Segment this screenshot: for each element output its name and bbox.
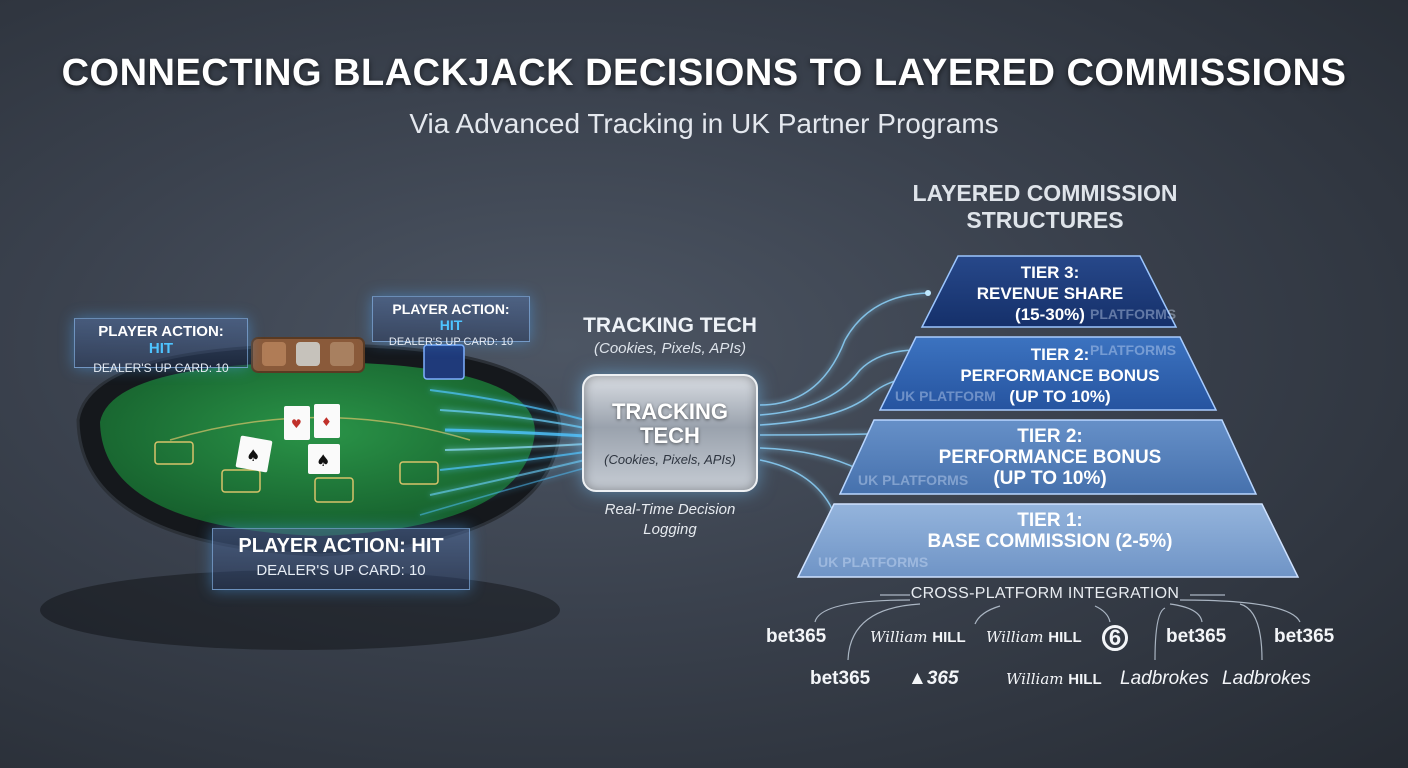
tier-name: TIER 1: bbox=[1017, 510, 1083, 531]
svg-text:♠: ♠ bbox=[246, 446, 260, 465]
tier-detail: (UP TO 10%) bbox=[1009, 387, 1111, 406]
tracking-box-title: TRACKING TECH bbox=[611, 399, 729, 448]
tier-title: PERFORMANCE BONUS bbox=[960, 366, 1160, 385]
card-shoe bbox=[423, 344, 465, 380]
dealer-up-card-label: DEALER'S UP CARD: 10 bbox=[256, 562, 426, 579]
bet365-logo: bet365 bbox=[766, 626, 827, 647]
playing-card bbox=[235, 435, 273, 473]
chip-stack bbox=[262, 342, 286, 366]
pyramid-heading: LAYERED COMMISSION STRUCTURES bbox=[912, 180, 1178, 233]
tier-2b-label: TIER 2: PERFORMANCE BONUS (UP TO 10%) bbox=[880, 426, 1220, 489]
tier-name: TIER 3: bbox=[1020, 263, 1080, 282]
ladbrokes-logo: Ladbrokes bbox=[1120, 668, 1209, 689]
pyramid-tier-3 bbox=[920, 255, 1178, 328]
cross-platform-label: CROSS-PLATFORM INTEGRATION bbox=[910, 585, 1180, 602]
tier-detail: (15-30%) bbox=[1015, 305, 1085, 324]
connector-node bbox=[925, 290, 931, 296]
pyramid-tier-2a bbox=[878, 336, 1218, 411]
table-shadow bbox=[40, 570, 560, 650]
william-hill-logo: William HILL bbox=[986, 628, 1082, 646]
svg-text:♦: ♦ bbox=[321, 415, 332, 429]
tier-1-label: TIER 1: BASE COMMISSION (2-5%) bbox=[860, 510, 1240, 552]
data-stream-beams bbox=[419, 389, 586, 516]
ladbrokes-logo: Ladbrokes bbox=[1222, 668, 1311, 689]
william-hill-logo: William HILL bbox=[1006, 670, 1102, 688]
ghost-label: PLATFORMS bbox=[1090, 306, 1177, 322]
bet-spot bbox=[399, 461, 439, 485]
tier-2a-label: TIER 2: PERFORMANCE BONUS (UP TO 10%) bbox=[920, 344, 1200, 407]
tracking-box-subtitle: (Cookies, Pixels, APIs) bbox=[604, 452, 736, 467]
star365-logo: ▲365 bbox=[908, 668, 959, 689]
william-hill-logo: William HILL bbox=[870, 628, 966, 646]
tier-title: BASE COMMISSION (2-5%) bbox=[927, 531, 1173, 552]
player-action-label: PLAYER ACTION: HIT bbox=[238, 535, 444, 557]
chip-stack bbox=[296, 342, 320, 366]
tracking-tech-box: TRACKING TECH (Cookies, Pixels, APIs) bbox=[582, 374, 758, 492]
realtime-caption: Real-Time Decision Logging bbox=[604, 501, 736, 538]
tracking-heading-subtitle: (Cookies, Pixels, APIs) bbox=[594, 340, 746, 357]
playing-card bbox=[308, 444, 340, 474]
svg-text:♥: ♥ bbox=[291, 417, 302, 431]
player-action-callout: PLAYER ACTION: HIT DEALER'S UP CARD: 10 bbox=[74, 318, 248, 375]
bet365-logo: bet365 bbox=[810, 668, 871, 689]
player-action-label: PLAYER ACTION: HIT bbox=[392, 301, 510, 333]
tier-3-label: TIER 3: REVENUE SHARE (15-30%) bbox=[940, 262, 1160, 325]
svg-text:♠: ♠ bbox=[316, 451, 330, 470]
tier-title: PERFORMANCE BONUS bbox=[938, 447, 1162, 468]
ghost-label: UK PLATFORMS bbox=[858, 472, 969, 488]
integration-lines bbox=[814, 594, 1301, 661]
page-subtitle: Via Advanced Tracking in UK Partner Prog… bbox=[409, 108, 999, 139]
bet365-logo: bet365 bbox=[1166, 626, 1227, 647]
bet-spot bbox=[154, 441, 194, 465]
player-action-label: PLAYER ACTION: HIT bbox=[98, 323, 224, 357]
tracking-heading: TRACKING TECH (Cookies, Pixels, APIs) bbox=[575, 314, 765, 357]
player-action-callout: PLAYER ACTION: HIT DEALER'S UP CARD: 10 bbox=[372, 296, 530, 348]
pyramid-tier-2b bbox=[838, 419, 1258, 495]
ghost-label: PLATFORMS bbox=[1090, 342, 1177, 358]
star-icon: ▲ bbox=[908, 668, 927, 689]
tier-name: TIER 2: bbox=[1017, 426, 1083, 447]
tier-name: TIER 2: bbox=[1030, 345, 1090, 364]
page-title: CONNECTING BLACKJACK DECISIONS TO LAYERE… bbox=[61, 52, 1347, 94]
pyramid-tier-1 bbox=[796, 503, 1300, 578]
tracking-heading-title: TRACKING TECH bbox=[583, 314, 757, 337]
circle-six-logo: 6 bbox=[1102, 625, 1128, 651]
ghost-label: UK PLATFORMS bbox=[818, 554, 929, 570]
chip-stack bbox=[330, 342, 354, 366]
bet365-logo: bet365 bbox=[1274, 626, 1335, 647]
bet-spot bbox=[314, 477, 354, 503]
dealer-up-card-label: DEALER'S UP CARD: 10 bbox=[93, 361, 229, 375]
bet-spot bbox=[221, 469, 261, 493]
playing-card bbox=[284, 406, 310, 440]
dealer-up-card-label: DEALER'S UP CARD: 10 bbox=[388, 336, 514, 348]
ghost-label: UK PLATFORM bbox=[895, 388, 996, 404]
tier-title: REVENUE SHARE bbox=[976, 284, 1124, 303]
player-action-callout: PLAYER ACTION: HIT DEALER'S UP CARD: 10 bbox=[212, 528, 470, 590]
tier-detail: (UP TO 10%) bbox=[993, 468, 1107, 489]
playing-card bbox=[314, 404, 340, 438]
